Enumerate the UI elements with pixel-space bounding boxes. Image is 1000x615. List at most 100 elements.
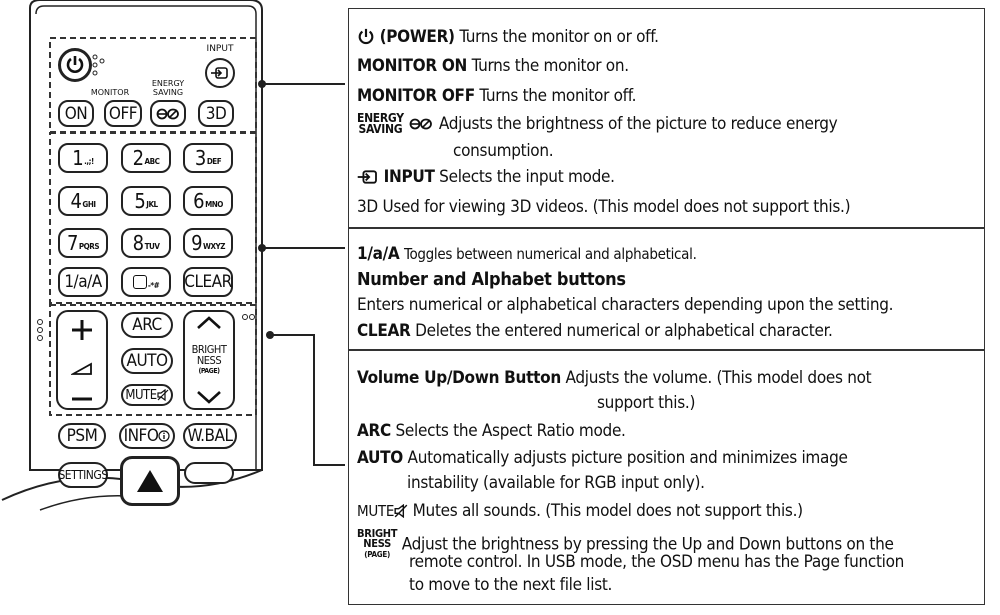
input-description: INPUT Selects the input mode. — [357, 167, 615, 187]
key-8-letters: TUV — [144, 241, 160, 251]
info-icon — [158, 430, 170, 442]
key-5-number: 5 — [134, 189, 146, 213]
auto-text-2: instability (available for RGB input onl… — [407, 473, 705, 493]
monitor-off-description: MONITOR OFF Turns the monitor off. — [357, 86, 636, 106]
mute-title: MUTE — [357, 502, 395, 520]
mute-label: MUTE — [125, 387, 157, 403]
power-text: Turns the monitor on or off. — [459, 27, 659, 47]
monitor-off-title: MONITOR OFF — [357, 86, 475, 106]
key-1-number: 1 — [72, 146, 84, 170]
input-button[interactable] — [205, 58, 235, 88]
energy-saving-icon — [409, 118, 433, 130]
key-0[interactable]: -*# — [121, 267, 171, 297]
power-button[interactable] — [58, 48, 92, 82]
settings-button[interactable]: SETTINGS — [58, 462, 108, 488]
brightness-label-line1: BRIGHT — [191, 342, 227, 356]
monitor-on-text: Turns the monitor on. — [471, 56, 630, 76]
arc-description: ARC Selects the Aspect Ratio mode. — [357, 421, 626, 441]
mute-icon — [394, 504, 408, 518]
power-title: (POWER) — [379, 27, 456, 47]
brightness-text-2: remote control. In USB mode, the OSD men… — [409, 552, 905, 572]
3d-button[interactable]: 3D — [198, 100, 234, 127]
energy-saving-title-1: ENERGY — [357, 111, 404, 125]
wbal-button[interactable]: W.BAL — [183, 423, 237, 449]
volume-title: Volume Up/Down Button — [357, 368, 561, 388]
monitor-on-description: MONITOR ON Turns the monitor on. — [357, 56, 629, 76]
brightness-down-icon — [197, 391, 221, 404]
volume-icon — [71, 362, 92, 375]
energy-saving-label-1: ENERGY — [151, 79, 185, 88]
energy-saving-text-1: Adjusts the brightness of the picture to… — [438, 114, 838, 134]
toggle-1aA-button[interactable]: 1/a/A — [58, 267, 108, 297]
up-arrow-icon — [137, 470, 163, 492]
toggle-description: 1/a/A Toggles between numerical and alph… — [357, 244, 697, 264]
monitor-off-text: Turns the monitor off. — [479, 86, 637, 106]
energy-saving-button[interactable] — [150, 100, 186, 127]
volume-text-1: Adjusts the volume. (This model does not — [565, 368, 872, 388]
key-7-number: 7 — [66, 231, 78, 255]
key-1[interactable]: 1.,;! — [58, 143, 108, 173]
energy-saving-text-2: consumption. — [453, 141, 554, 161]
key-4-number: 4 — [70, 189, 82, 213]
mute-button[interactable]: MUTE — [121, 384, 173, 406]
input-title: INPUT — [383, 167, 435, 187]
brightness-label-line3: (PAGE) — [198, 366, 220, 375]
key-3-number: 3 — [194, 146, 206, 170]
arc-title: ARC — [357, 421, 391, 441]
mute-icon — [156, 389, 169, 401]
power-description: (POWER) Turns the monitor on or off. — [357, 27, 659, 47]
brightness-rocker[interactable]: BRIGHT NESS (PAGE) — [183, 310, 235, 410]
panel-number-group: 1/a/A Toggles between numerical and alph… — [348, 228, 985, 350]
brightness-title-1: BRIGHT — [357, 527, 398, 540]
key-9-letters: WXYZ — [203, 241, 225, 251]
key-8-number: 8 — [132, 231, 144, 255]
monitor-on-button[interactable]: ON — [58, 100, 94, 127]
volume-rocker[interactable] — [56, 310, 108, 410]
key-4-letters: GHI — [82, 199, 96, 209]
power-icon — [358, 28, 374, 45]
info-button[interactable]: INFO — [119, 423, 175, 449]
psm-button[interactable]: PSM — [58, 423, 106, 449]
volume-down-icon — [72, 397, 92, 401]
number-alphabet-text: Enters numerical or alphabetical charact… — [357, 295, 894, 315]
brightness-text-3: to move to the next file list. — [409, 575, 613, 595]
up-arrow-button[interactable] — [120, 456, 180, 506]
clear-title: CLEAR — [357, 321, 411, 341]
partial-button[interactable] — [184, 462, 234, 484]
arc-button[interactable]: ARC — [121, 312, 173, 338]
key-9-number: 9 — [191, 231, 203, 255]
volume-description: Volume Up/Down Button Adjusts the volume… — [357, 368, 872, 388]
power-icon — [66, 56, 84, 73]
input-icon — [357, 170, 377, 184]
key-5-letters: JKL — [146, 199, 158, 209]
brightness-label-line2: NESS — [196, 353, 222, 367]
panel-power-group: (POWER) Turns the monitor on or off. MON… — [348, 8, 985, 228]
monitor-off-button[interactable]: OFF — [104, 100, 142, 127]
input-text: Selects the input mode. — [439, 167, 615, 187]
number-alphabet-title: Number and Alphabet buttons — [357, 270, 626, 290]
auto-button[interactable]: AUTO — [121, 348, 173, 374]
volume-text-2: support this.) — [597, 393, 696, 413]
auto-description: AUTO Automatically adjusts picture posit… — [357, 448, 848, 468]
volume-up-icon — [72, 320, 92, 340]
clear-button[interactable]: CLEAR — [183, 267, 233, 297]
brightness-label: BRIGHT NESS (PAGE) — [192, 344, 227, 377]
remote-illustration: INPUT ENERGY SAVING MONITOR ON OFF 3D 1.… — [0, 0, 345, 615]
mute-text: Mutes all sounds. (This model does not s… — [412, 501, 803, 521]
3d-title: 3D — [357, 197, 378, 217]
key-3-letters: DEF — [206, 156, 222, 166]
brightness-title-2: NESS — [363, 537, 391, 550]
auto-title: AUTO — [357, 448, 403, 468]
clear-text: Deletes the entered numerical or alphabe… — [415, 321, 833, 341]
arc-text: Selects the Aspect Ratio mode. — [395, 421, 626, 441]
